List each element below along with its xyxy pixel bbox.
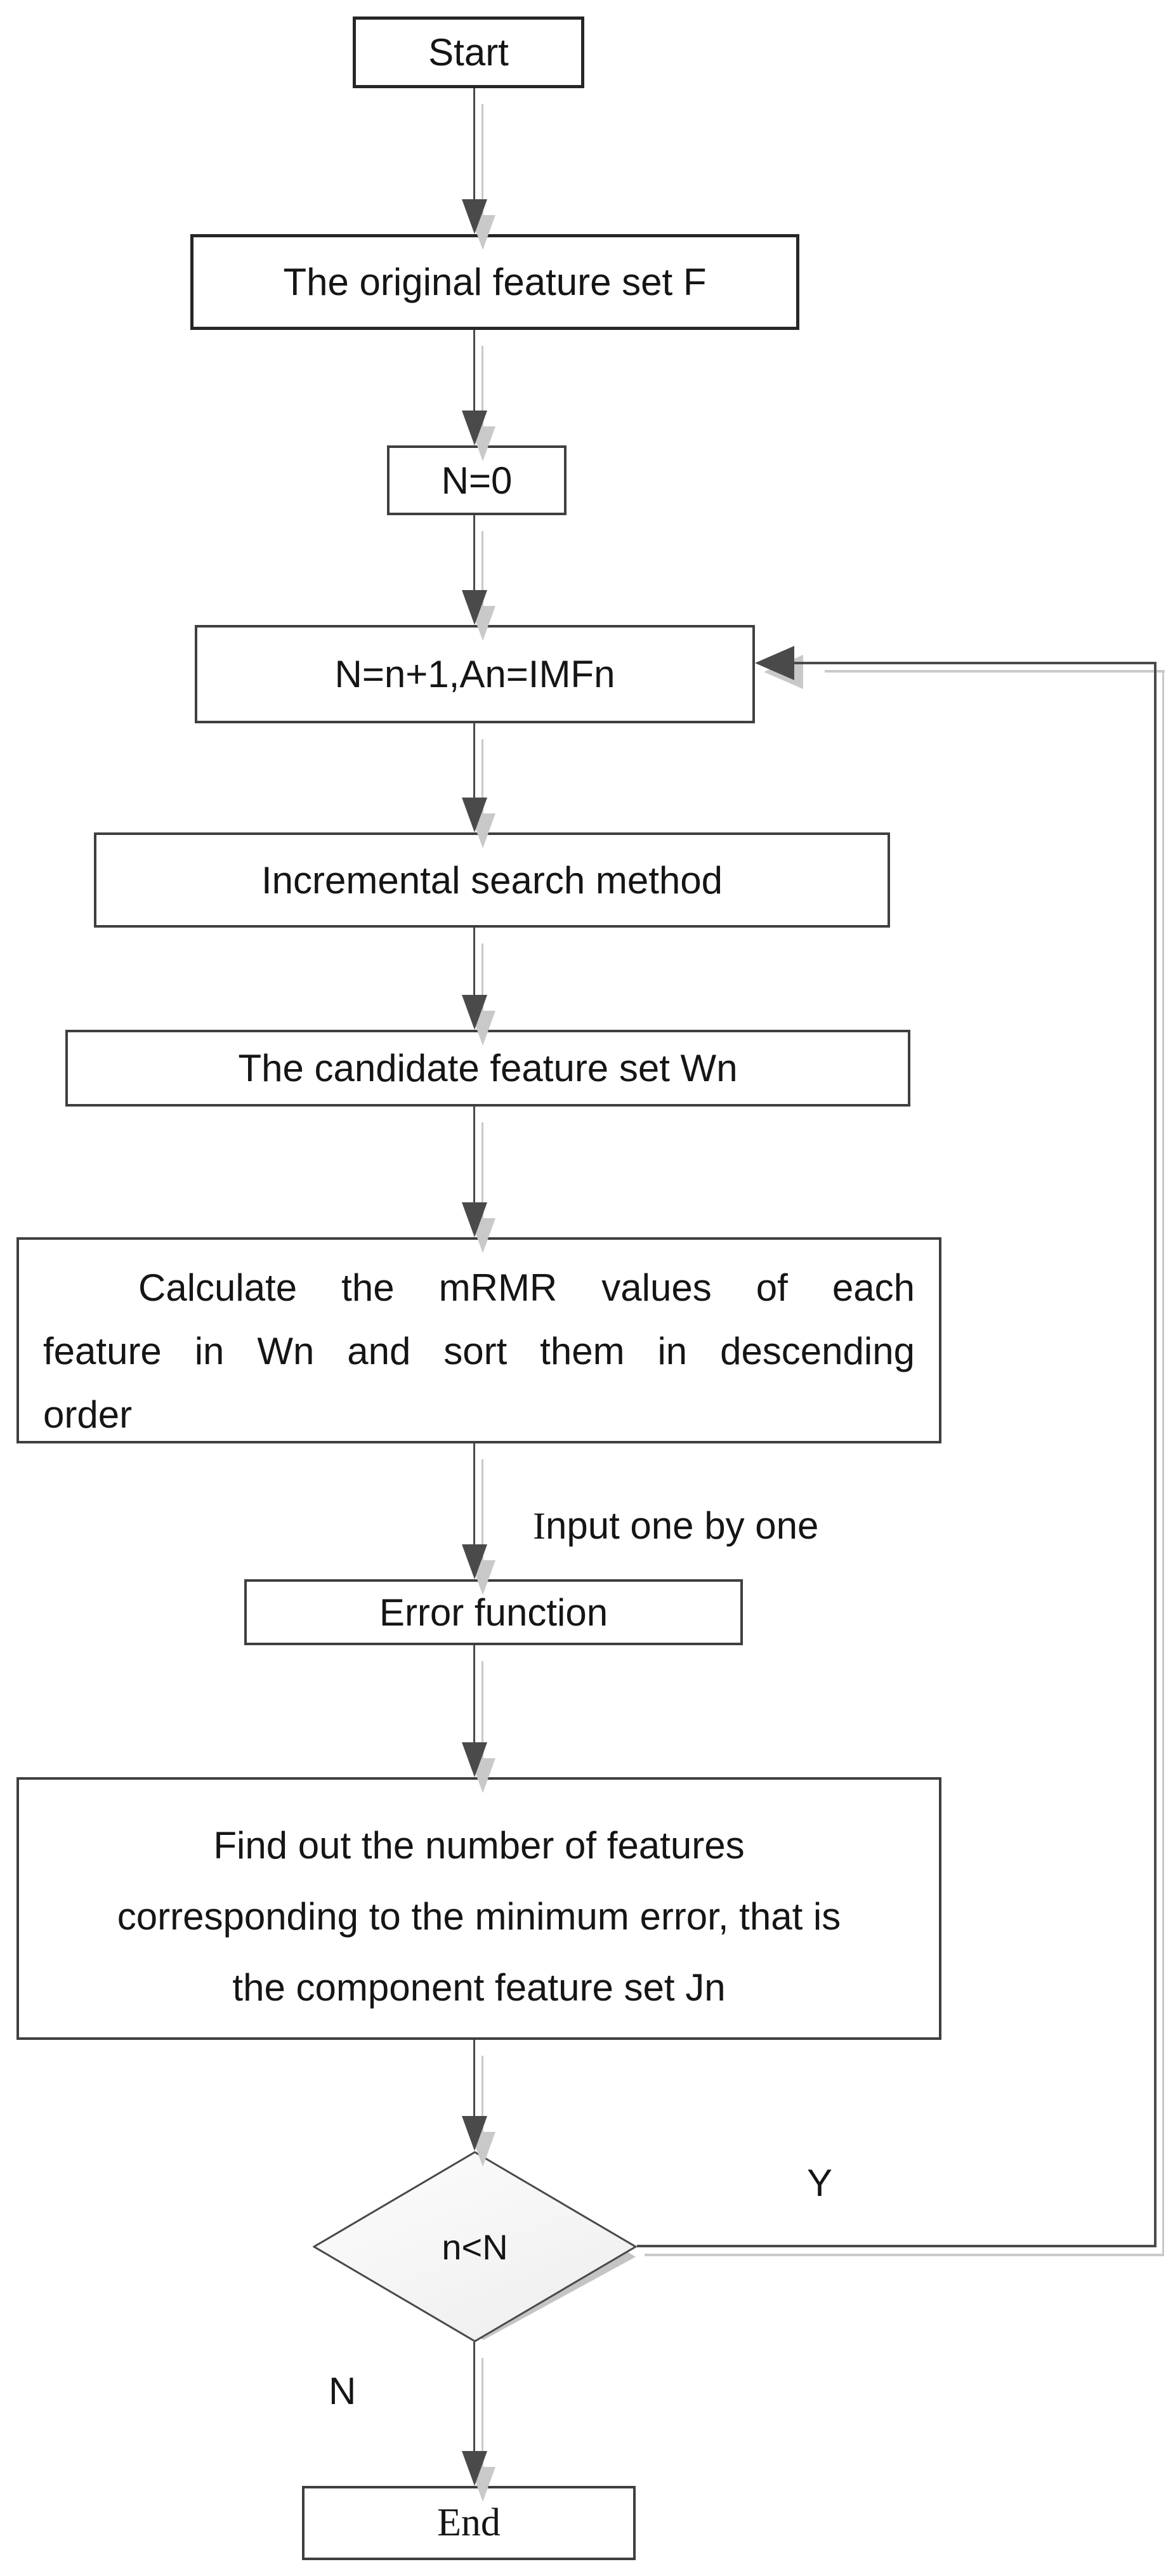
edge-increment-search-shadow (482, 739, 483, 820)
edge-search-candidate-line (473, 928, 475, 995)
node-end-label: End (437, 2500, 501, 2544)
edge-start-original-arrowhead (462, 199, 487, 234)
node-increment-n: N=n+1,An=IMFn (195, 625, 755, 723)
edge-decision-end-shadow (482, 2358, 483, 2473)
text-line: corresponding to the minimum error, that… (117, 1895, 841, 1938)
edge-start-original-line (473, 88, 475, 199)
text-line: the component feature set Jn (232, 1966, 726, 2009)
text-line: order (43, 1393, 133, 1436)
edge-candidate-mrmr-shadow (482, 1122, 483, 1225)
node-end: End (302, 2486, 636, 2560)
edge-label-no: N (329, 2370, 357, 2412)
edge-find-decision-line (473, 2040, 475, 2116)
edge-feedback-arrowhead (755, 646, 794, 680)
edge-decision-end-line (473, 2342, 475, 2451)
node-original-feature-set-label: The original feature set F (283, 261, 707, 303)
node-incremental-search-label: Incremental search method (261, 858, 723, 902)
edge-feedback-top-shadow (825, 670, 1165, 673)
edge-initn-increment-line (473, 515, 475, 590)
node-init-n-label: N=0 (441, 459, 513, 502)
edge-original-initn-arrowhead (462, 411, 487, 445)
edge-start-original-shadow (482, 104, 483, 221)
diamond-body (312, 2151, 638, 2343)
node-incremental-search: Incremental search method (94, 832, 890, 928)
edge-feedback-top-line (794, 662, 1156, 664)
edge-mrmr-error-arrowhead (462, 1544, 487, 1579)
edge-increment-search-line (473, 723, 475, 798)
text-line: Find out the number of features (213, 1824, 745, 1867)
node-candidate-feature-set-label: The candidate feature set Wn (238, 1047, 738, 1089)
edge-search-candidate-shadow (482, 943, 483, 1017)
node-start: Start (353, 16, 584, 88)
edge-feedback-vertical-shadow (1162, 670, 1164, 2256)
edge-feedback-bottom-line (637, 2245, 1156, 2247)
edge-label-yes: Y (807, 2162, 833, 2204)
node-error-function-label: Error function (379, 1591, 608, 1634)
text-line: feature in Wn and sort them in descendin… (43, 1330, 915, 1372)
node-calculate-mrmr: Calculate the mRMR values of each feature… (16, 1237, 941, 1443)
edge-initn-increment-shadow (482, 531, 483, 612)
edge-initn-increment-arrowhead (462, 590, 487, 625)
edge-error-find-shadow (482, 1661, 483, 1764)
edge-mrmr-error-line (473, 1443, 475, 1544)
decision-diamond (312, 2151, 638, 2343)
edge-decision-end-arrowhead (462, 2451, 487, 2486)
edge-increment-search-arrowhead (462, 798, 487, 832)
edge-find-decision-shadow (482, 2056, 483, 2138)
node-start-label: Start (428, 31, 509, 74)
edge-error-find-line (473, 1645, 475, 1742)
decision-label: n<N (313, 2151, 637, 2343)
node-original-feature-set: The original feature set F (190, 234, 799, 330)
node-increment-n-label: N=n+1,An=IMFn (334, 653, 615, 695)
decision-label-text: n<N (442, 2226, 508, 2267)
edge-feedback-bottom-shadow (645, 2254, 1163, 2256)
edge-candidate-mrmr-arrowhead (462, 1202, 487, 1237)
edge-candidate-mrmr-line (473, 1107, 475, 1202)
edge-feedback-vertical-line (1154, 662, 1157, 2247)
decision-diamond-shape (312, 2151, 638, 2343)
text-line: Calculate the mRMR values of each (138, 1266, 915, 1309)
edge-mrmr-error-shadow (482, 1459, 483, 1567)
node-find-minimum: Find out the number of features correspon… (16, 1777, 941, 2040)
edge-find-decision-arrowhead (462, 2116, 487, 2151)
edge-error-find-arrowhead (462, 1742, 487, 1777)
edge-original-initn-line (473, 330, 475, 411)
edge-label-input-one-by-one: Input one by one (533, 1504, 819, 1548)
edge-original-initn-shadow (482, 346, 483, 433)
edge-search-candidate-arrowhead (462, 995, 487, 1030)
